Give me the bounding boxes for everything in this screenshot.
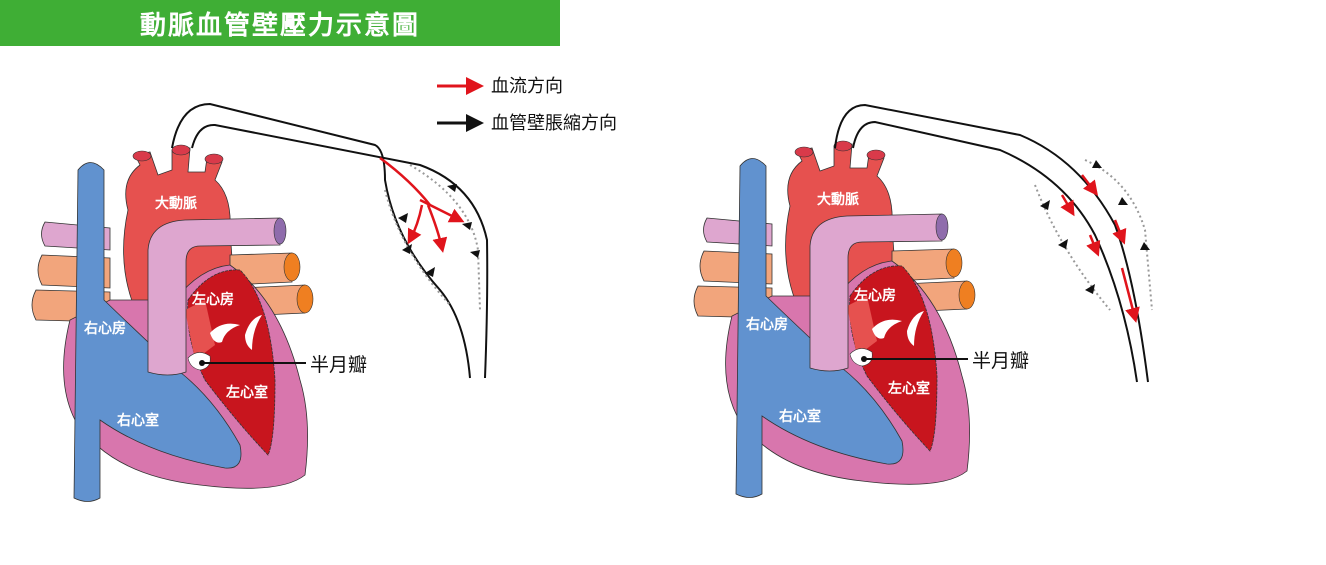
label-valve-left: 半月瓣 bbox=[310, 354, 367, 376]
label-valve-right: 半月瓣 bbox=[972, 350, 1029, 372]
label-right-ventricle-right: 右心室 bbox=[778, 408, 821, 425]
legend: 血流方向 血管壁脹縮方向 bbox=[437, 76, 617, 134]
label-right-atrium-right: 右心房 bbox=[745, 316, 788, 333]
artery-contracted bbox=[834, 103, 1153, 383]
legend-wall-expansion: 血管壁脹縮方向 bbox=[491, 113, 617, 134]
label-left-atrium-right: 左心房 bbox=[853, 287, 896, 304]
label-left-ventricle-left: 左心室 bbox=[225, 384, 268, 401]
diagram-title: 動脈血管壁壓力示意圖 bbox=[139, 10, 420, 41]
label-aorta-right: 大動脈 bbox=[817, 191, 859, 208]
legend-blood-flow: 血流方向 bbox=[491, 76, 563, 97]
title-bar: 動脈血管壁壓力示意圖 bbox=[0, 0, 560, 46]
label-left-atrium-left: 左心房 bbox=[191, 291, 234, 308]
label-right-atrium-left: 右心房 bbox=[83, 320, 126, 337]
artery-expanded bbox=[171, 102, 489, 379]
label-left-ventricle-right: 左心室 bbox=[887, 380, 930, 397]
label-aorta-left: 大動脈 bbox=[155, 195, 197, 212]
label-right-ventricle-left: 右心室 bbox=[116, 412, 159, 429]
